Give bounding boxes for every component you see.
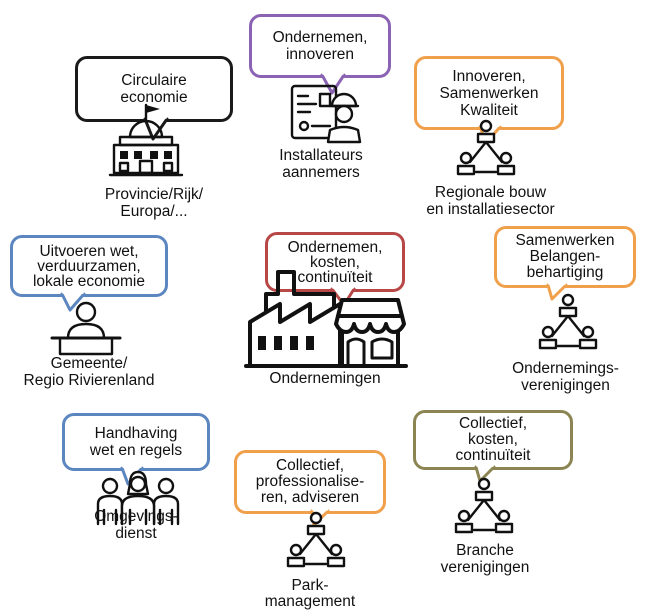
network-people-icon — [454, 477, 514, 534]
park-label: Park- management — [234, 578, 386, 610]
speech-tail-icon — [60, 290, 86, 312]
label-line: aannemers — [282, 164, 360, 181]
engineer-icon — [290, 84, 362, 144]
bubble-line: Samenwerken — [515, 232, 615, 249]
bubble-line: kosten, — [310, 253, 360, 271]
bubble-line: Uitvoeren wet, — [39, 242, 139, 260]
branch-label: Branche verenigingen — [410, 542, 560, 576]
bubble-line: verduurzamen, — [37, 257, 141, 275]
label-line: en installatiesector — [426, 201, 555, 218]
associations-speech-bubble: Samenwerken Belangen- behartiging — [494, 226, 636, 288]
speaker-podium-icon — [50, 301, 122, 356]
regional-label: Regionale bouw en installatiesector — [408, 184, 573, 218]
network-people-icon — [538, 293, 598, 350]
network-people-icon — [456, 119, 516, 176]
label-line: Installateurs — [279, 147, 363, 164]
label-line: dienst — [115, 525, 157, 542]
bubble-line: Samenwerken — [439, 84, 539, 102]
companies-label: Ondernemingen — [240, 370, 410, 387]
label-line: Provincie/Rijk/ — [104, 186, 204, 203]
bubble-line: kosten, — [468, 431, 518, 448]
installers-speech-bubble: Ondernemen, innoveren — [249, 14, 391, 78]
bubble-line: ren, adviseren — [260, 489, 360, 506]
bubble-line: innoveren — [285, 46, 355, 63]
municipality-label: Gemeente/ Regio Rivierenland — [4, 355, 174, 389]
speech-tail-icon — [143, 115, 169, 141]
bubble-line: professionalise- — [255, 473, 365, 490]
group-people-icon — [96, 470, 180, 526]
label-line: verenigingen — [440, 559, 530, 576]
bubble-line: continuïteit — [297, 268, 373, 286]
bubble-line: Handhaving — [94, 425, 178, 442]
label-line: Gemeente/ — [50, 355, 128, 372]
province-label: Provincie/Rijk/ Europa/... — [75, 186, 233, 220]
bubble-line: lokale economie — [32, 272, 145, 290]
speech-tail-icon — [320, 71, 346, 95]
label-line: Branche — [456, 542, 514, 559]
label-line: Ondernemingen — [269, 370, 381, 387]
enforcement-label: Omgevings- dienst — [62, 508, 210, 542]
bubble-line: Collectief, — [275, 457, 345, 474]
bubble-line: Collectief, — [458, 415, 528, 432]
label-line: Regionale bouw — [434, 184, 547, 201]
speech-tail-icon — [546, 281, 568, 301]
label-line: Europa/... — [120, 203, 188, 220]
bubble-line: Circulaire — [121, 72, 187, 89]
companies-speech-bubble: Ondernemen, kosten, continuïteit — [265, 232, 405, 292]
network-people-icon — [286, 511, 346, 568]
label-line: Park- — [291, 577, 329, 594]
label-line: Regio Rivierenland — [23, 372, 155, 389]
bubble-line: wet en regels — [89, 442, 183, 459]
bubble-line: economie — [120, 89, 188, 106]
bubble-line: Ondernemen, — [272, 29, 368, 46]
enforcement-speech-bubble: Handhaving wet en regels — [62, 413, 210, 471]
bubble-line: Innoveren, — [452, 67, 526, 85]
government-building-icon — [108, 103, 184, 177]
bubble-line: behartiging — [526, 264, 604, 281]
label-line: Omgevings- — [94, 508, 178, 525]
bubble-line: continuïteit — [455, 447, 531, 464]
label-line: management — [264, 593, 356, 610]
branch-speech-bubble: Collectief, kosten, continuïteit — [413, 410, 573, 470]
factory-shop-icon — [244, 270, 408, 368]
associations-label: Ondernemings- verenigingen — [488, 360, 643, 394]
municipality-speech-bubble: Uitvoeren wet, verduurzamen, lokale econ… — [10, 235, 168, 297]
bubble-line: Kwaliteit — [460, 101, 518, 119]
province-speech-bubble: Circulaire economie — [75, 56, 233, 122]
park-speech-bubble: Collectief, professionalise- ren, advise… — [234, 450, 386, 514]
installers-label: Installateurs aannemers — [250, 147, 392, 181]
bubble-line: Ondernemen, — [287, 238, 383, 256]
label-line: verenigingen — [521, 377, 610, 394]
label-line: Ondernemings- — [512, 360, 619, 377]
bubble-line: Belangen- — [529, 248, 601, 265]
